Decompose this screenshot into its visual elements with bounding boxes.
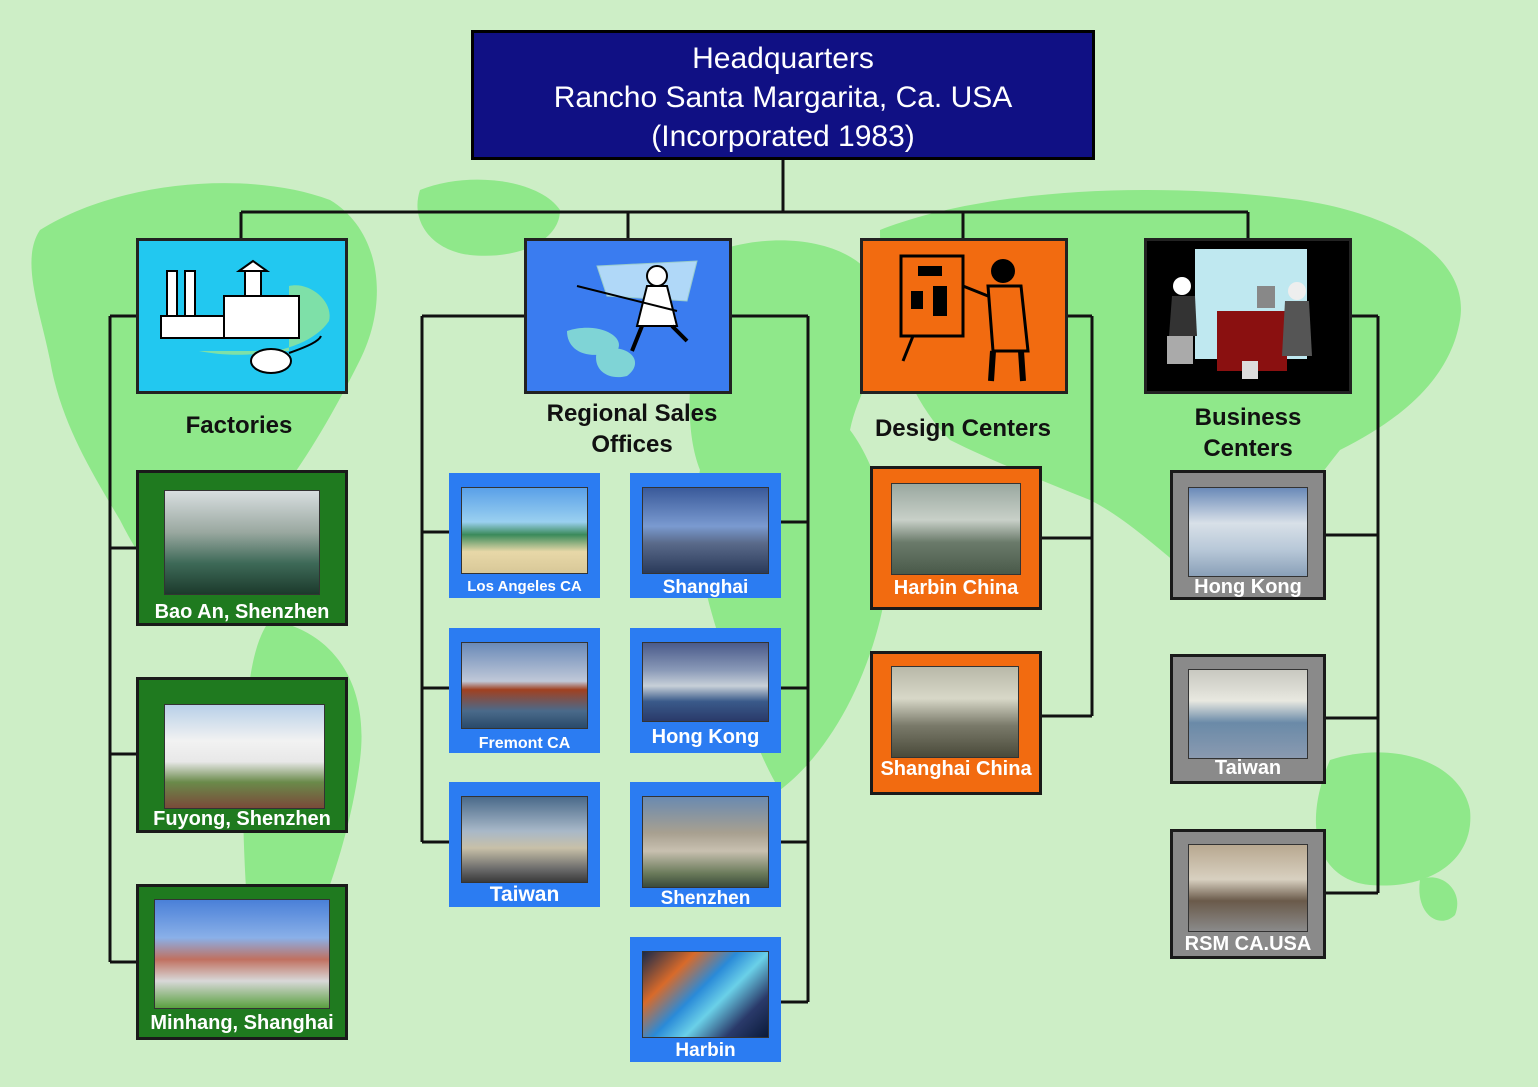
factory-card[interactable]: Minhang, Shanghai <box>136 884 348 1040</box>
factory-photo <box>164 704 325 809</box>
business-center-photo <box>1188 844 1308 932</box>
sales-label: Regional Sales Offices <box>522 398 742 460</box>
factory-card[interactable]: Fuyong, Shenzhen <box>136 677 348 833</box>
sales-office-photo <box>642 487 769 574</box>
sales-office-label: Taiwan <box>489 883 560 906</box>
sales-office-photo <box>461 796 588 883</box>
hq-incorporated: (Incorporated 1983) <box>651 120 915 153</box>
salesman-icon <box>567 260 698 378</box>
sales-office-photo <box>642 796 769 888</box>
design-center-label: Harbin China <box>893 577 1019 599</box>
business-center-card[interactable]: Taiwan <box>1170 654 1326 784</box>
presenter-icon <box>899 254 1030 382</box>
sales-office-label: Harbin <box>675 1040 736 1061</box>
sales-office-label: Shenzhen <box>660 888 751 909</box>
design-category-icon <box>860 238 1068 394</box>
new-zealand-shape <box>1419 877 1458 921</box>
design-center-photo <box>891 483 1021 575</box>
business-category-icon <box>1144 238 1352 394</box>
factories-label: Factories <box>185 412 293 439</box>
sales-office-label: Shanghai <box>662 577 749 598</box>
sales-label-line2: Offices <box>591 431 673 458</box>
sales-office-card[interactable]: Shenzhen <box>630 782 781 909</box>
business-center-card[interactable]: Hong Kong <box>1170 470 1326 600</box>
australia-shape <box>1315 752 1471 886</box>
design-center-card[interactable]: Harbin China <box>870 466 1042 610</box>
factory-photo <box>154 899 330 1009</box>
business-label-line1: Business <box>1194 404 1302 431</box>
office-meeting-icon <box>1167 249 1312 379</box>
sales-office-card[interactable]: Shanghai <box>630 473 781 598</box>
business-center-label: Taiwan <box>1214 757 1282 779</box>
factories-category-icon <box>136 238 348 394</box>
sales-office-card[interactable]: Hong Kong <box>630 628 781 753</box>
factory-label: Minhang, Shanghai <box>150 1012 334 1034</box>
business-center-photo <box>1188 487 1308 577</box>
sales-office-photo <box>461 642 588 729</box>
business-label-line2: Centers <box>1203 435 1293 462</box>
factory-label: Bao An, Shenzhen <box>154 601 330 623</box>
sales-office-photo <box>461 487 588 574</box>
sales-office-card[interactable]: Taiwan <box>449 782 600 907</box>
sales-office-label: Hong Kong <box>651 726 760 748</box>
design-center-photo <box>891 666 1019 758</box>
design-center-label: Shanghai China <box>880 758 1032 780</box>
sales-office-label: Fremont CA <box>478 735 571 752</box>
business-center-label: Hong Kong <box>1194 576 1302 598</box>
sales-office-photo <box>642 642 769 722</box>
design-label: Design Centers <box>874 415 1052 442</box>
business-center-photo <box>1188 669 1308 759</box>
factory-label: Fuyong, Shenzhen <box>153 808 331 830</box>
business-center-card[interactable]: RSM CA.USA <box>1170 829 1326 959</box>
sales-category-icon <box>524 238 732 394</box>
headquarters-box: Headquarters Rancho Santa Margarita, Ca.… <box>471 30 1095 160</box>
sales-office-card[interactable]: Los Angeles CA <box>449 473 600 598</box>
design-center-card[interactable]: Shanghai China <box>870 651 1042 795</box>
connector-lines <box>108 160 1380 1004</box>
business-label: Business Centers <box>1140 402 1356 464</box>
greenland-shape <box>417 179 560 256</box>
factory-icon <box>160 259 330 374</box>
factory-photo <box>164 490 320 595</box>
sales-office-card[interactable]: Fremont CA <box>449 628 600 753</box>
sales-office-label: Los Angeles CA <box>467 578 582 595</box>
factory-card[interactable]: Bao An, Shenzhen <box>136 470 348 626</box>
sales-office-photo <box>642 951 769 1038</box>
sales-office-card[interactable]: Harbin <box>630 937 781 1062</box>
hq-title: Headquarters <box>692 42 874 75</box>
business-center-label: RSM CA.USA <box>1184 933 1312 955</box>
sales-label-line1: Regional Sales <box>546 400 718 427</box>
hq-location: Rancho Santa Margarita, Ca. USA <box>553 81 1013 114</box>
